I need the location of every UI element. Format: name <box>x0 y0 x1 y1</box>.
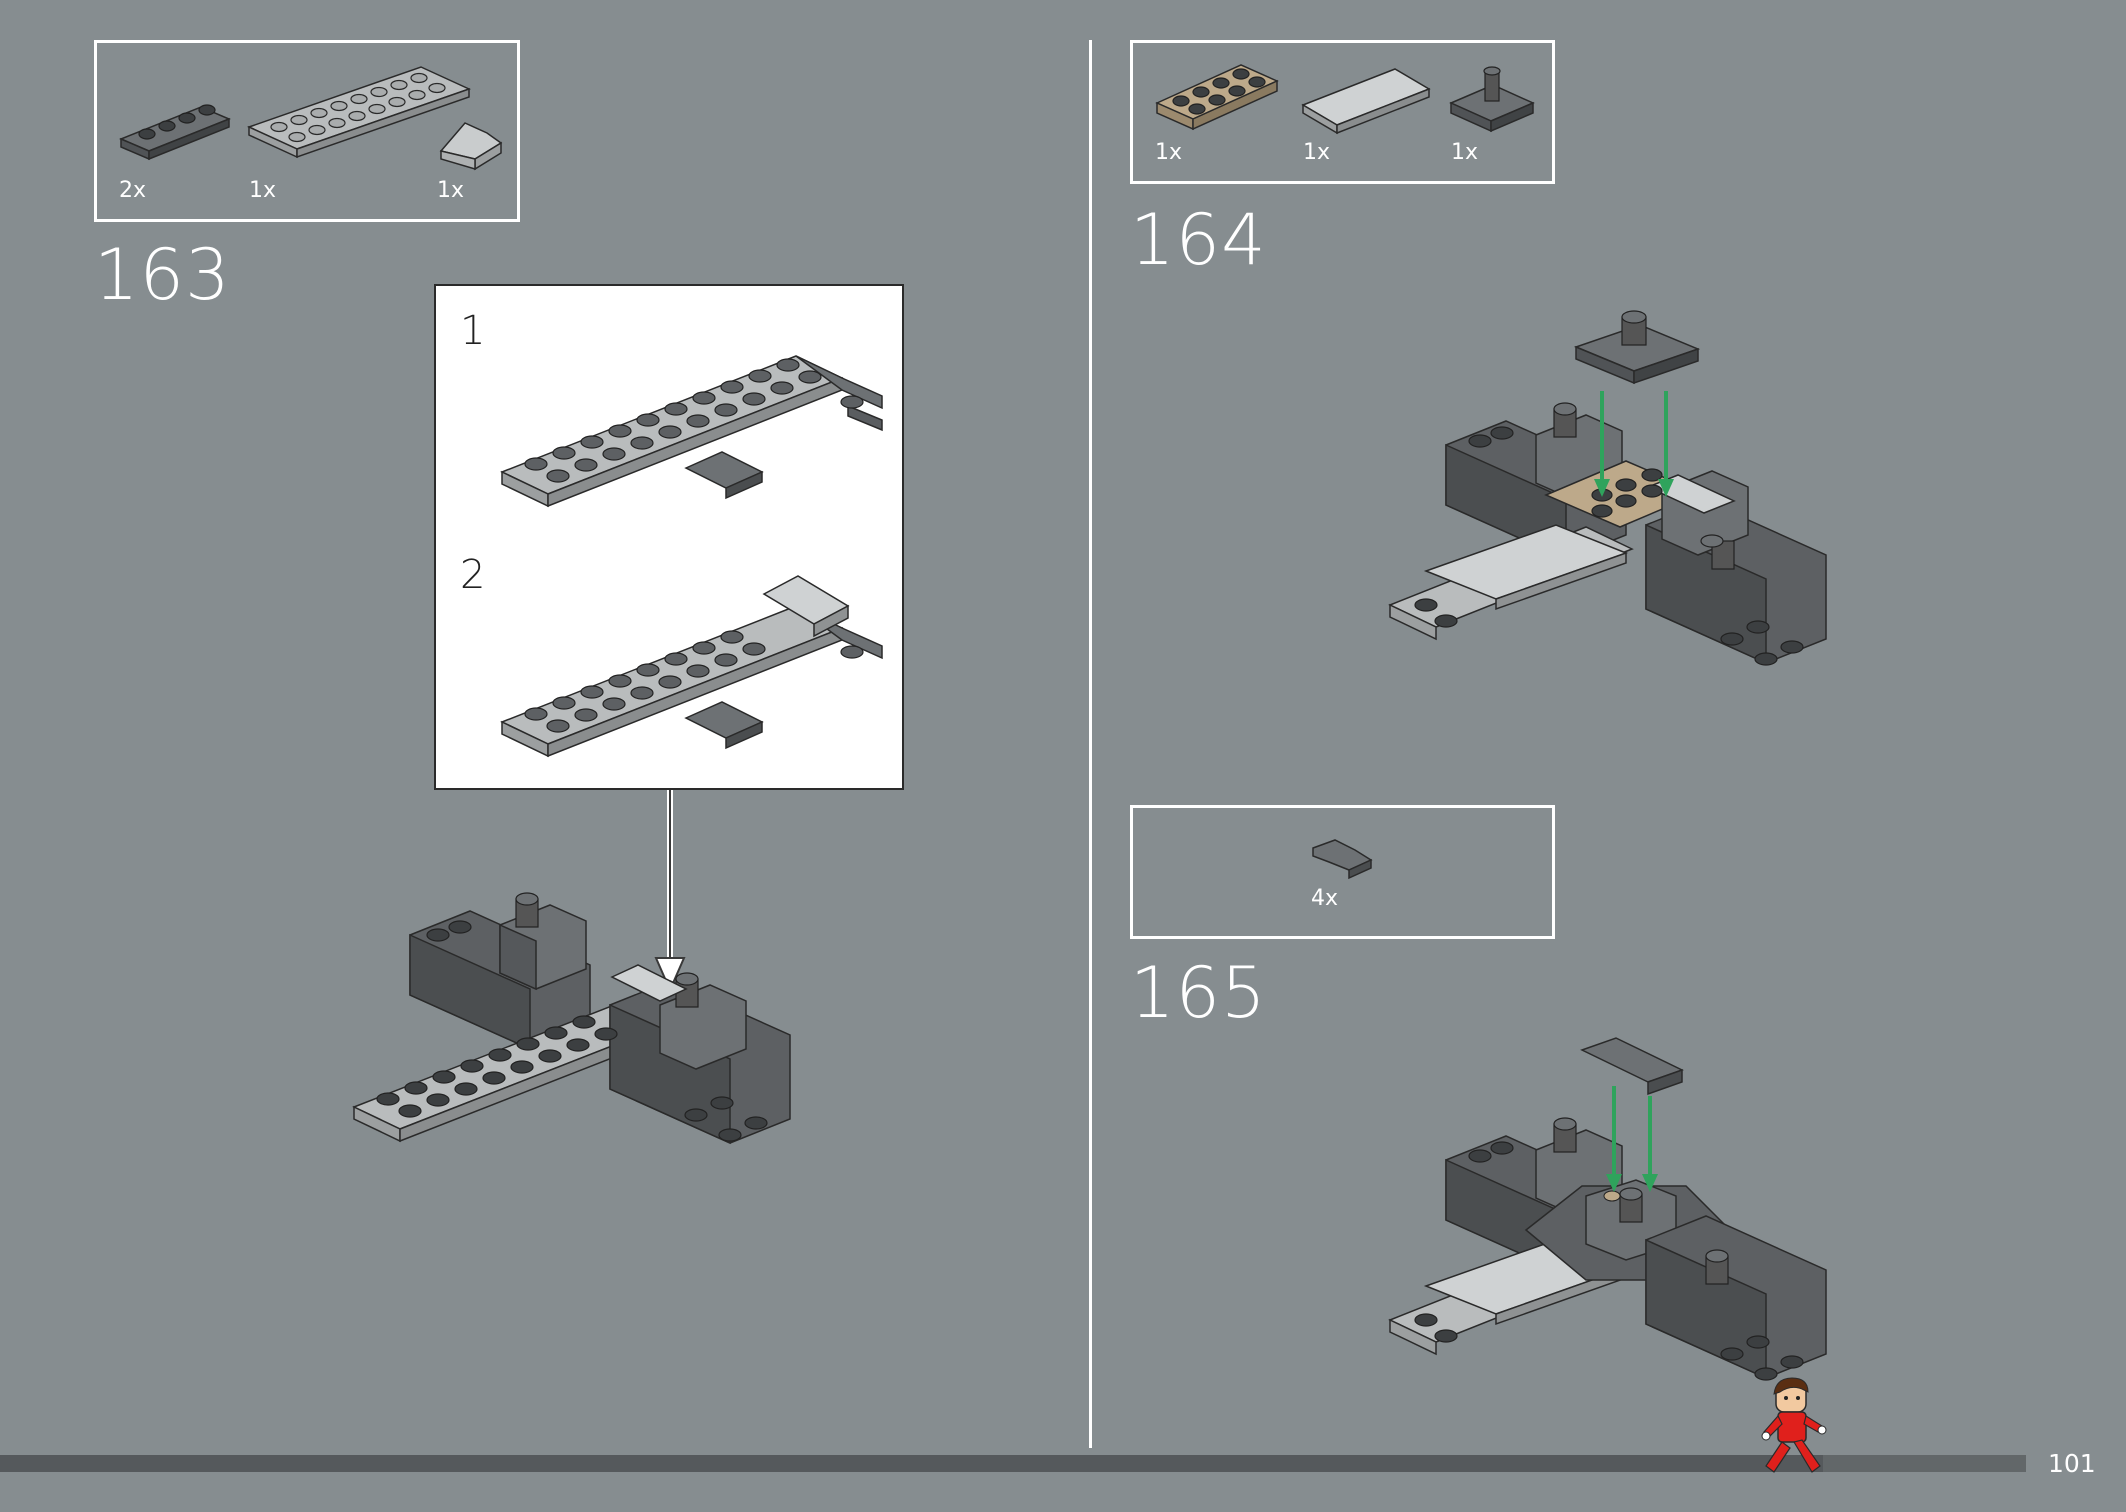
part-plate-1x4-dark <box>119 104 231 161</box>
step-number-163: 163 <box>94 234 231 316</box>
progress-bar <box>0 1455 2026 1472</box>
step-164-model <box>1388 310 1827 666</box>
step-165-model <box>1388 1037 1827 1381</box>
part-tile-light <box>1301 68 1431 135</box>
substep-2-illustration <box>500 575 883 758</box>
parts-list-163: 2x 1x 1x <box>94 40 520 222</box>
part-qty-2: 1x <box>1303 140 1331 165</box>
substep-panel: 1 2 <box>434 284 904 790</box>
part-plate-2x4-tan <box>1155 64 1279 131</box>
part-qty-1: 1x <box>1155 140 1183 165</box>
part-slope-light <box>439 122 503 171</box>
part-qty-3: 1x <box>1451 140 1479 165</box>
part-plate-with-pin-dark <box>1449 66 1535 133</box>
substep-number-2: 2 <box>460 552 486 598</box>
step-number-164: 164 <box>1130 199 1267 281</box>
minifigure-runner-icon <box>1761 1377 1827 1473</box>
callout-arrow <box>654 790 686 993</box>
part-qty-2: 1x <box>249 178 277 203</box>
parts-list-164: 1x 1x 1x <box>1130 40 1555 184</box>
step-163-model <box>352 892 791 1145</box>
substep-1-illustration <box>500 355 883 508</box>
progress-fill <box>0 1455 1824 1472</box>
parts-list-165: 4x <box>1130 805 1555 939</box>
step-number-165: 165 <box>1130 952 1267 1034</box>
page-divider <box>1089 40 1092 1448</box>
part-qty-3: 1x <box>437 178 465 203</box>
part-plate-2x8-light <box>246 66 472 159</box>
part-qty-1: 2x <box>119 178 147 203</box>
page-number: 101 <box>2048 1449 2096 1478</box>
substep-number-1: 1 <box>460 308 486 354</box>
part-qty-1: 4x <box>1311 886 1339 911</box>
part-slope-corner-dark <box>1312 839 1373 880</box>
